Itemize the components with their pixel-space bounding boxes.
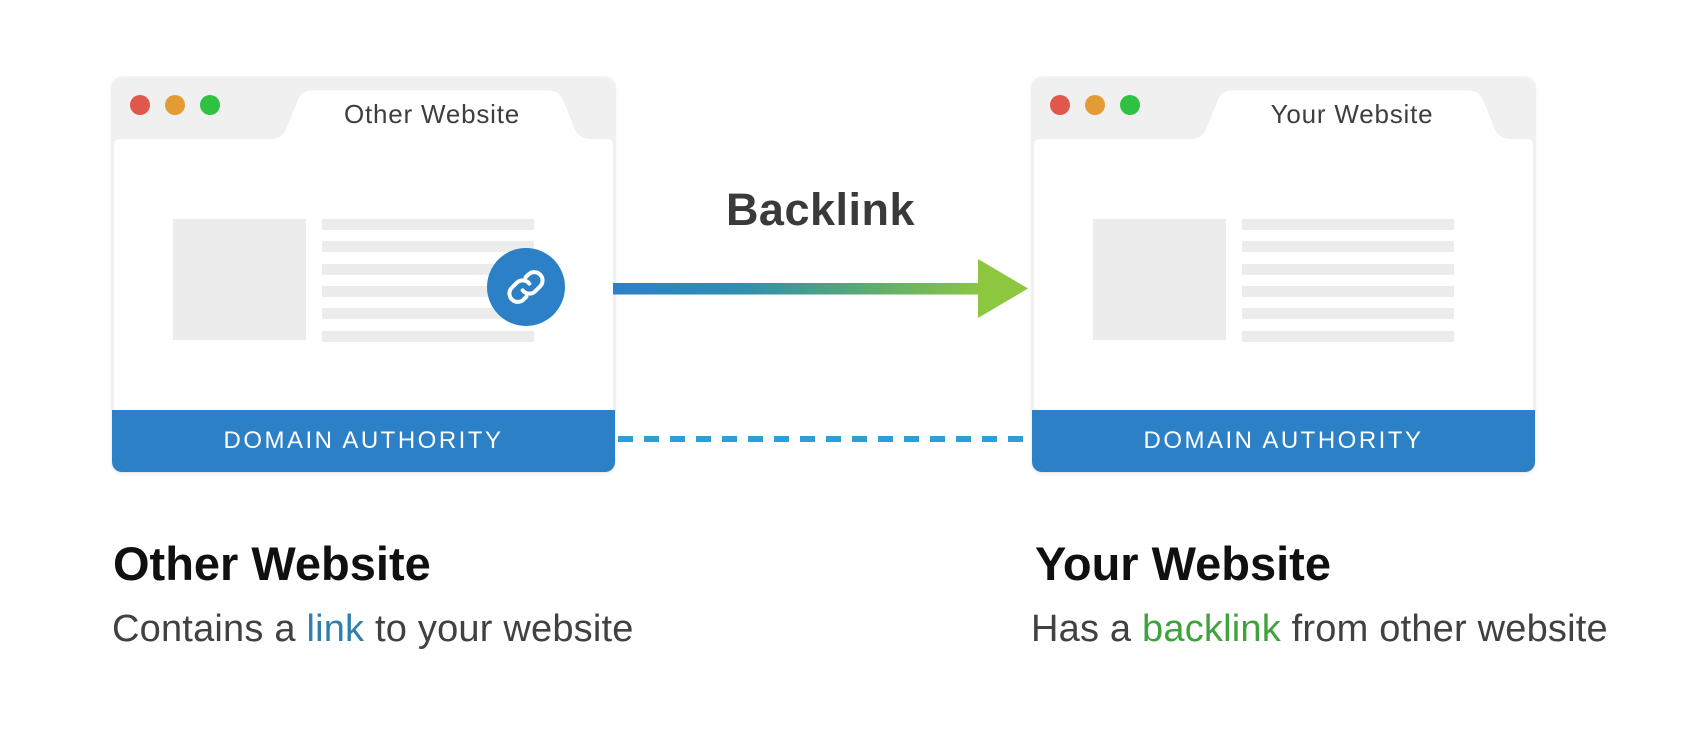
browser-header: Other Website <box>112 77 615 139</box>
text-line-placeholder <box>322 308 534 319</box>
caption-text-after: to your website <box>364 608 634 650</box>
caption-text-before: Has a <box>1031 608 1143 650</box>
caption-text-other: Contains a link to your website <box>112 610 634 648</box>
tab-title: Other Website <box>343 99 521 129</box>
image-placeholder <box>173 219 306 340</box>
tab-title: Your Website <box>1270 99 1434 129</box>
browser-window-other: Other Website DOMAIN AUTHORITY <box>112 77 615 472</box>
image-placeholder <box>1093 219 1226 340</box>
text-line-placeholder <box>322 264 534 275</box>
domain-authority-bar: DOMAIN AUTHORITY <box>112 410 615 472</box>
browser-tab-shape <box>1190 90 1511 139</box>
caption-text-after: from other website <box>1280 608 1608 650</box>
link-icon <box>507 270 545 304</box>
maximize-dot-icon <box>200 95 220 115</box>
close-dot-icon <box>130 95 150 115</box>
text-line-placeholder <box>1242 331 1454 342</box>
close-dot-icon <box>1050 95 1070 115</box>
text-line-placeholder <box>1242 241 1454 252</box>
caption-text-before: Contains a <box>112 608 307 650</box>
domain-authority-dashed-connector <box>618 436 1030 442</box>
text-line-placeholder <box>322 219 534 230</box>
page-content-mockup <box>1034 139 1533 410</box>
browser-window-your: Your Website DOMAIN AUTHORITY <box>1032 77 1535 472</box>
browser-tab-shape <box>270 90 591 139</box>
text-line-placeholder <box>1242 286 1454 297</box>
domain-authority-bar: DOMAIN AUTHORITY <box>1032 410 1535 472</box>
text-line-placeholder <box>322 286 534 297</box>
backlink-arrow <box>613 259 1028 318</box>
text-line-placeholder <box>322 331 534 342</box>
backlink-label: Backlink <box>725 184 916 235</box>
link-badge <box>487 248 565 326</box>
caption-heading-other: Other Website <box>113 537 431 590</box>
maximize-dot-icon <box>1120 95 1140 115</box>
minimize-dot-icon <box>165 95 185 115</box>
text-line-placeholder <box>1242 264 1454 275</box>
caption-heading-your: Your Website <box>1035 537 1331 590</box>
text-line-placeholder <box>1242 219 1454 230</box>
backlink-highlight-word: backlink <box>1142 608 1281 650</box>
text-line-placeholder <box>322 241 534 252</box>
browser-header: Your Website <box>1032 77 1535 139</box>
link-highlight-word: link <box>306 608 365 650</box>
minimize-dot-icon <box>1085 95 1105 115</box>
text-line-placeholder <box>1242 308 1454 319</box>
caption-text-your: Has a backlink from other website <box>1031 610 1608 648</box>
